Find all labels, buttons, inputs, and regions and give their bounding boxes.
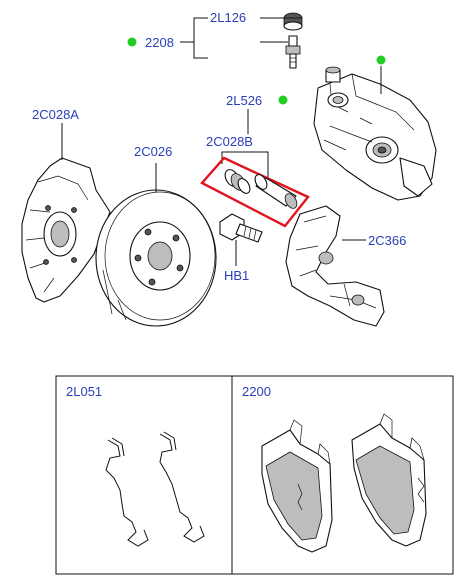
brake-pad-right[interactable] <box>351 413 427 547</box>
highlight-box <box>200 156 310 228</box>
label-2L126: 2L126 <box>210 10 246 25</box>
label-2200: 2200 <box>242 384 271 399</box>
label-2C366: 2C366 <box>368 233 406 248</box>
label-2C028B: 2C028B <box>206 134 253 149</box>
label-2C026: 2C026 <box>134 144 172 159</box>
brake-shield-part[interactable] <box>21 157 111 303</box>
anti-rattle-clip-right[interactable] <box>159 431 205 543</box>
guide-pin-sleeve-part[interactable] <box>253 173 300 211</box>
bleed-cap-part[interactable] <box>283 12 303 31</box>
status-dot-2208 <box>127 37 137 47</box>
status-dot-caliper <box>376 55 386 65</box>
label-2L526: 2L526 <box>226 93 262 108</box>
label-2L051: 2L051 <box>66 384 102 399</box>
guide-pin-boot-part[interactable] <box>222 167 252 195</box>
label-2208: 2208 <box>145 35 174 50</box>
label-HB1: HB1 <box>224 268 249 283</box>
anti-rattle-clip-left[interactable] <box>105 437 149 547</box>
label-2C028A: 2C028A <box>32 107 79 122</box>
status-dot-2L526 <box>278 95 288 105</box>
bolt-part[interactable] <box>219 213 263 243</box>
bleed-screw-part[interactable] <box>285 35 301 69</box>
frame-pads <box>231 375 454 575</box>
frame-clips <box>55 375 233 575</box>
caliper-bracket-part[interactable] <box>285 205 385 327</box>
brake-pad-left[interactable] <box>261 419 333 553</box>
caliper-part[interactable] <box>313 66 437 201</box>
brake-disc-part[interactable] <box>95 189 217 327</box>
